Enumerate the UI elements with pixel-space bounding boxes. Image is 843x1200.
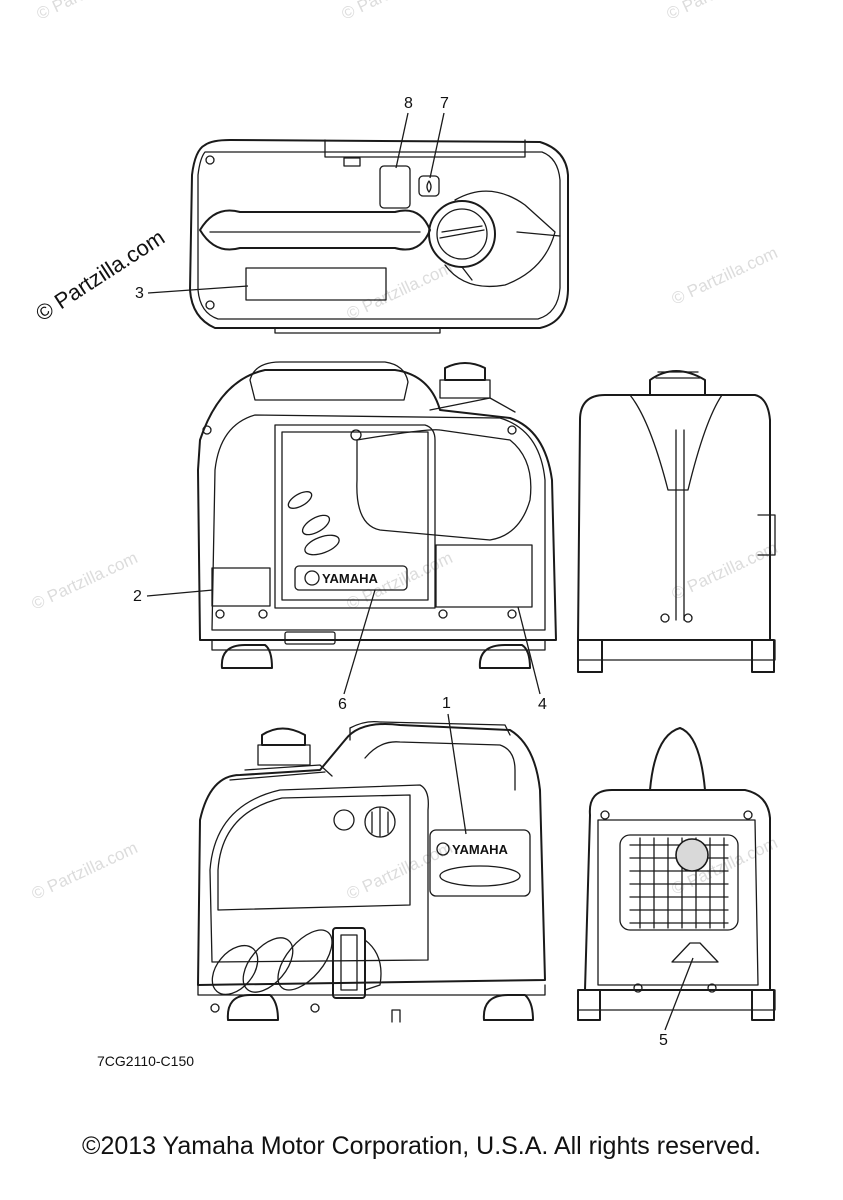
watermark-text: © Partzilla.com: [669, 538, 781, 604]
watermark-text: © Partzilla.com: [29, 838, 141, 904]
watermark-text: © Partzilla.com: [34, 0, 146, 24]
callout-7: 7: [440, 95, 449, 112]
label-1-outline: [429, 829, 531, 897]
watermark-text: © Partzilla.com: [669, 243, 781, 309]
callout-2: 2: [133, 588, 142, 605]
watermark-text: © Partzilla.com: [344, 838, 456, 904]
callout-8: 8: [404, 95, 413, 112]
side-view-left-middle: YAMAHA: [197, 361, 557, 669]
callout-group: 8 7 3 2 6 4 1 5: [133, 95, 694, 1049]
brand-badge-text: YAMAHA: [322, 571, 378, 586]
label-3-outline: [245, 267, 387, 301]
label-7-outline: [418, 175, 440, 197]
label-8-outline: [379, 165, 411, 209]
brand-panel-text: YAMAHA: [452, 842, 508, 857]
side-view-left-bottom: YAMAHA: [197, 720, 546, 1023]
front-view-bottom: [577, 727, 776, 1021]
callout-5: 5: [659, 1032, 668, 1049]
watermark-text: © Partzilla.com: [29, 548, 141, 614]
watermark-text: © Partzilla.com: [664, 0, 776, 24]
callout-3: 3: [135, 285, 144, 302]
callout-6: 6: [338, 696, 347, 713]
watermark-group: © Partzilla.com © Partzilla.com © Partzi…: [29, 0, 781, 904]
label-6-outline: [294, 565, 408, 591]
label-4-outline: [435, 544, 533, 608]
callout-1: 1: [442, 695, 451, 712]
label-5-outline: [671, 942, 719, 963]
diagram-code: 7CG2110-C150: [97, 1053, 194, 1069]
label-2-outline: [211, 567, 271, 607]
rear-view-middle: [577, 370, 776, 673]
watermark-prominent: © Partzilla.com: [31, 224, 169, 326]
copyright-notice: ©2013 Yamaha Motor Corporation, U.S.A. A…: [82, 1132, 761, 1160]
watermark-text: © Partzilla.com: [339, 0, 451, 24]
top-view: [189, 139, 569, 334]
callout-4: 4: [538, 696, 547, 713]
